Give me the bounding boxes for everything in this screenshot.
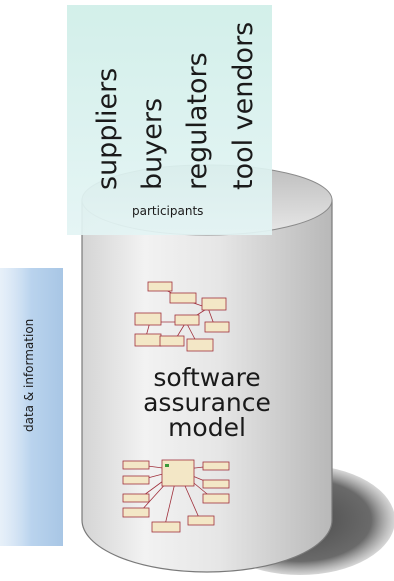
role-label-tool-vendors: tool vendors xyxy=(228,21,259,190)
uml-class-box xyxy=(147,281,173,292)
model-title-line: assurance xyxy=(143,388,271,417)
role-label-suppliers: suppliers xyxy=(92,67,123,190)
uml-diagram-bottom xyxy=(122,459,230,533)
uml-class-box xyxy=(151,521,181,533)
uml-class-box xyxy=(159,335,185,347)
uml-class-box xyxy=(186,338,214,352)
uml-class-box xyxy=(202,479,230,489)
uml-class-box xyxy=(134,312,162,326)
uml-class-box xyxy=(187,515,215,526)
model-title: software assurance model xyxy=(92,365,322,440)
role-label-regulators: regulators xyxy=(182,52,213,190)
uml-class-box xyxy=(122,460,150,470)
uml-class-box xyxy=(134,333,162,347)
uml-class-box xyxy=(174,314,200,326)
uml-class-box xyxy=(201,297,227,311)
participants-panel xyxy=(67,5,272,235)
model-title-line: model xyxy=(168,413,246,442)
participants-label: participants xyxy=(132,204,204,218)
uml-class-box xyxy=(169,292,197,304)
uml-diagram-top xyxy=(134,281,230,352)
uml-class-box xyxy=(122,475,150,485)
data-panel xyxy=(0,268,63,546)
uml-class-box xyxy=(122,493,150,503)
data-information-label: data & information xyxy=(22,318,36,432)
uml-class-box xyxy=(202,493,230,504)
uml-class-box xyxy=(204,321,230,333)
uml-class-box xyxy=(202,461,230,471)
model-title-line: software xyxy=(153,363,261,392)
uml-class-box xyxy=(161,459,195,487)
role-label-buyers: buyers xyxy=(137,97,168,190)
uml-class-box xyxy=(122,507,150,518)
